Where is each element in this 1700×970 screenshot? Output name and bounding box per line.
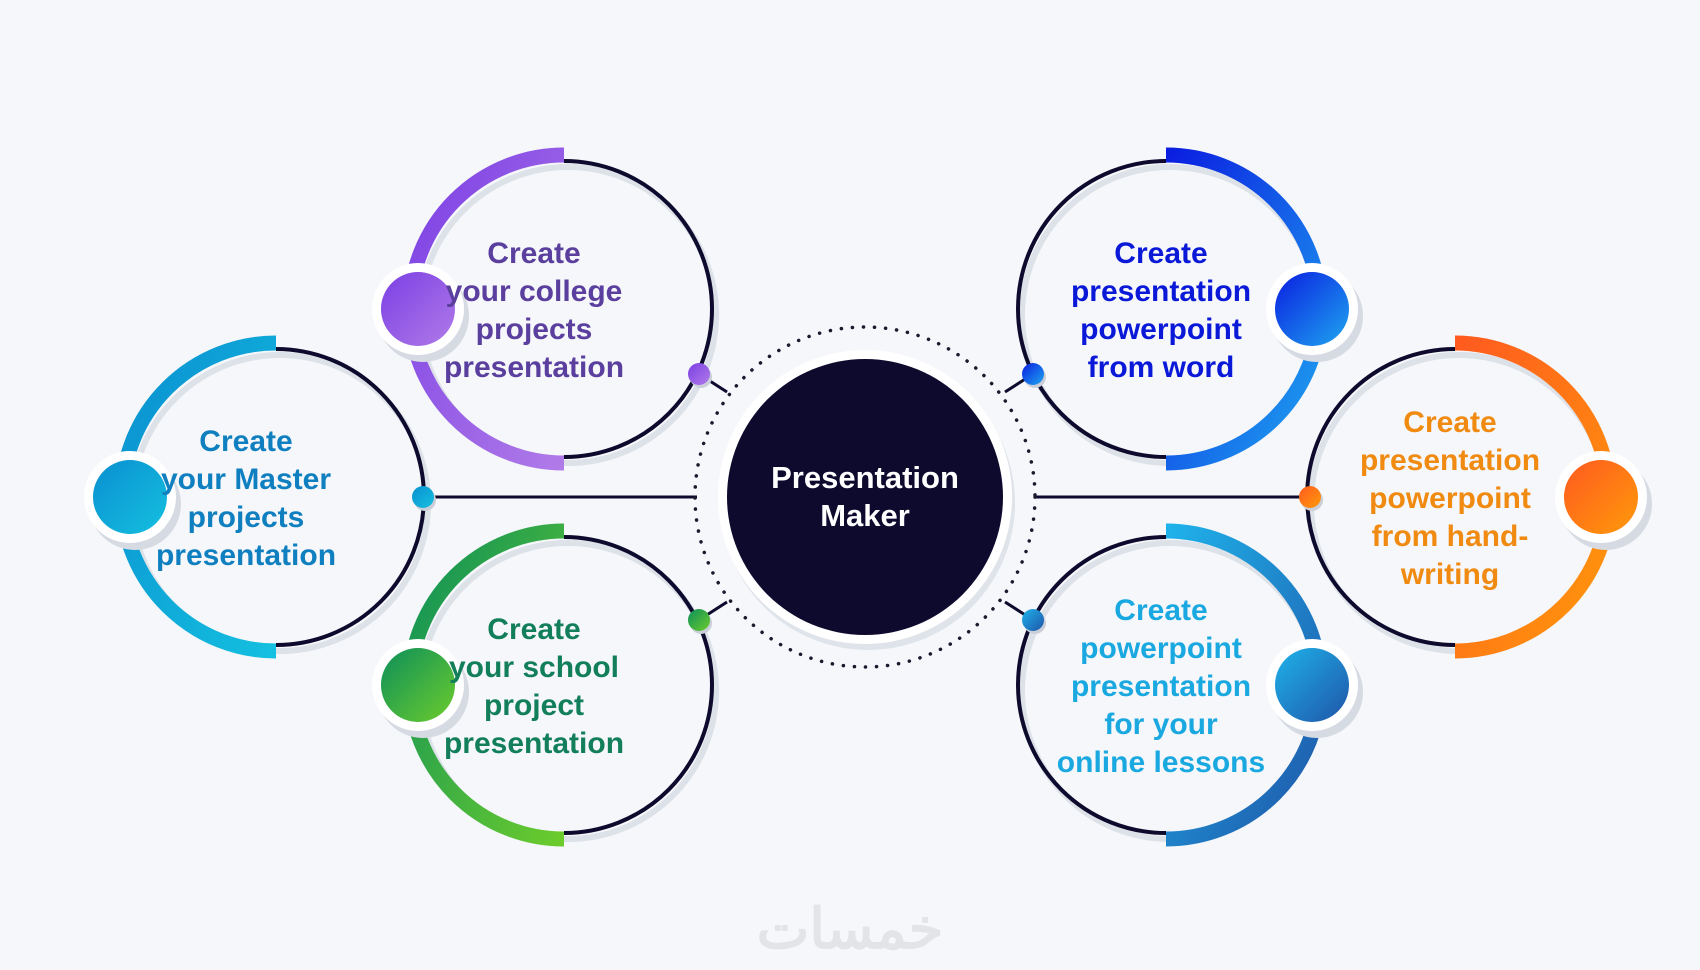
node-label-line: powerpoint: [1369, 482, 1531, 515]
knob-circle: [381, 272, 455, 346]
node-label-line: powerpoint: [1080, 632, 1242, 665]
node-label-line: Create: [1114, 594, 1207, 627]
connector-dot: [1022, 363, 1044, 385]
node-label-line: projects: [188, 501, 305, 534]
node-label-line: Create: [1403, 406, 1496, 439]
knob-circle: [1275, 648, 1349, 722]
node-master: Create your Master projects presentation: [84, 335, 436, 659]
dotted-ring: [693, 325, 1037, 669]
ring-dark-arc: [275, 347, 426, 647]
center-title-line-1: Presentation: [771, 460, 959, 495]
connector-dot: [1022, 609, 1044, 631]
node-label-line: projects: [476, 313, 593, 346]
node-label-line: presentation: [156, 539, 336, 572]
node-label-line: project: [484, 689, 584, 722]
node-online: Create powerpoint presentation for your onli…: [1016, 523, 1363, 847]
node-label-line: presentation: [444, 351, 624, 384]
connector-dot: [412, 486, 434, 508]
center-circle: [727, 359, 1003, 635]
knob-circle: [93, 460, 167, 534]
ring-dark-arc: [1016, 159, 1167, 459]
node-word: Create presentation powerpoint from word: [1016, 147, 1363, 471]
node-label-line: powerpoint: [1080, 313, 1242, 346]
node-label-line: your college: [446, 275, 623, 308]
node-school: Create your school project presentation: [372, 523, 719, 847]
connector-dot: [688, 363, 710, 385]
ring-dark-arc: [563, 159, 714, 459]
node-handwriting: Create presentation powerpoint from hand-wr…: [1299, 335, 1652, 659]
node-label-line: Create: [487, 237, 580, 270]
node-label-line: from hand-: [1372, 520, 1529, 553]
node-label-line: your school: [449, 651, 619, 684]
center-title-line-2: Maker: [820, 498, 910, 533]
ring-dark-arc: [563, 535, 714, 835]
knob-circle: [381, 648, 455, 722]
ring-dark-arc: [1016, 535, 1167, 835]
node-label-line: your Master: [161, 463, 331, 496]
node-label-line: presentation: [1071, 670, 1251, 703]
node-label-line: Create: [1114, 237, 1207, 270]
knob-circle: [1275, 272, 1349, 346]
node-label-line: writing: [1400, 558, 1499, 591]
node-label-line: online lessons: [1057, 746, 1265, 779]
node-label-line: for your: [1104, 708, 1218, 741]
node-label-line: presentation: [1360, 444, 1540, 477]
connector-dot: [688, 609, 710, 631]
node-label-line: Create: [199, 425, 292, 458]
knob-circle: [1564, 460, 1638, 534]
center-hub: Presentation Maker: [693, 325, 1037, 669]
node-college: Create your college projects presentation: [372, 147, 719, 471]
node-label-line: Create: [487, 613, 580, 646]
node-label-line: presentation: [444, 727, 624, 760]
node-label-line: from word: [1088, 351, 1235, 384]
watermark-logo: خمسات: [757, 897, 944, 960]
node-label-line: presentation: [1071, 275, 1251, 308]
connector-dot: [1299, 486, 1321, 508]
